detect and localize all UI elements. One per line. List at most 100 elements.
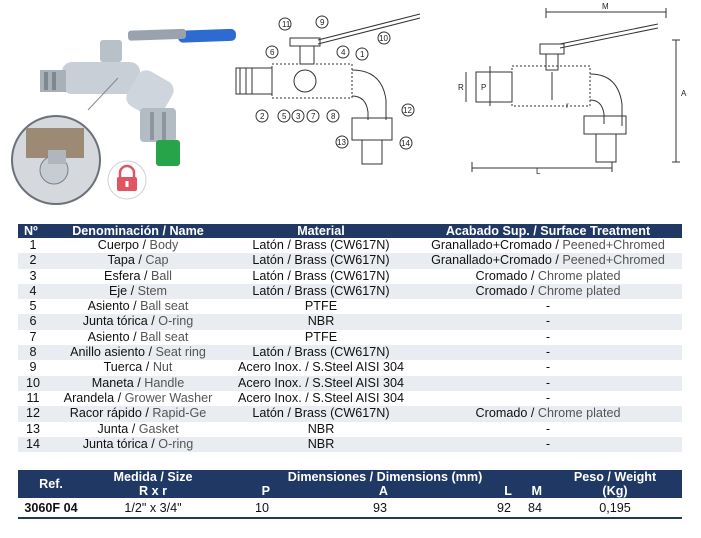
part-finish-en: Peened+Chromed <box>562 253 665 268</box>
part-name-en: Ball <box>150 268 172 283</box>
part-name-es: Junta <box>97 421 129 436</box>
callout-2: 2 <box>260 112 265 121</box>
part-material-es: Acero Inox. <box>238 360 302 375</box>
part-finish-es: Cromado <box>475 406 528 421</box>
part-finish-es: - <box>545 299 551 314</box>
cell-dim-p: 10 <box>254 500 269 515</box>
part-finish-es: - <box>545 360 551 375</box>
table-bottom-rule <box>18 517 682 519</box>
valve-photo <box>40 28 237 166</box>
part-number: 6 <box>29 314 37 329</box>
part-finish-es: Granallado+Cromado <box>431 238 552 252</box>
header-dim-m: M <box>512 484 548 498</box>
dimensions-row: 3060F 04 1/2" x 3/4" 10 93 92 84 0,195 <box>18 498 682 517</box>
dimension-labels: M L A R P r <box>458 2 687 176</box>
header-dimensions: Dimensiones / Dimensions (mm) <box>222 470 548 484</box>
part-name-es: Junta tórica <box>82 314 148 329</box>
callout-10: 10 <box>379 34 388 43</box>
part-material-es: PTFE <box>304 299 338 314</box>
part-number: 5 <box>29 299 37 314</box>
part-material-en: S.Steel AISI 304 <box>312 375 404 390</box>
part-name-en: Cap <box>145 253 169 268</box>
callout-14: 14 <box>401 139 410 148</box>
callout-13: 13 <box>337 138 346 147</box>
part-name-es: Tuerca <box>103 360 143 375</box>
part-finish-es: Cromado <box>475 283 528 298</box>
header-finish: Acabado Sup. / Surface Treatment <box>414 224 682 238</box>
part-name-es: Tapa <box>107 253 135 268</box>
part-finish-es: - <box>545 345 551 360</box>
dim-label-p: P <box>481 83 486 92</box>
lock-detail-zoom <box>11 77 119 205</box>
part-finish-es: Cromado <box>475 268 528 283</box>
part-material-es: Latón <box>252 268 284 283</box>
dim-label-a: A <box>681 89 687 98</box>
header-dim-a: A <box>270 484 388 498</box>
part-material-es: Acero Inox. <box>238 375 302 390</box>
part-finish-es: - <box>545 375 551 390</box>
part-name-es: Anillo asiento <box>70 345 145 360</box>
part-name-en: Grower Washer <box>124 390 213 405</box>
cell-dim-l: 92 <box>496 500 511 515</box>
header-size: Medida / Size <box>84 470 222 484</box>
part-name-en: Stem <box>137 283 168 298</box>
part-number: 8 <box>29 345 37 360</box>
part-name-es: Asiento <box>87 329 130 344</box>
part-number: 11 <box>26 390 40 405</box>
part-material-en: Brass (CW617N) <box>294 253 390 268</box>
part-number: 13 <box>25 421 40 436</box>
dim-label-l: L <box>536 167 541 176</box>
product-figures: 11 9 10 6 4 1 2 5 3 7 8 12 13 14 <box>11 2 687 205</box>
dim-label-r: R <box>458 83 464 92</box>
header-material: Material <box>228 224 414 238</box>
parts-table: Nº Denominación / Name Material Acabado … <box>18 224 682 453</box>
header-weight-unit: (Kg) <box>548 484 682 498</box>
part-name-es: Esfera <box>104 268 141 283</box>
part-material-en: Brass (CW617N) <box>294 283 390 298</box>
cell-weight: 0,195 <box>599 500 631 515</box>
header-ref: Ref. <box>18 470 84 498</box>
callout-1: 1 <box>360 50 365 59</box>
parts-table-header: Nº Denominación / Name Material Acabado … <box>18 224 682 238</box>
part-name-en: Nut <box>152 360 173 375</box>
lock-icon <box>107 160 147 200</box>
part-number: 2 <box>29 253 37 268</box>
part-name-es: Cuerpo <box>97 238 140 252</box>
callout-3: 3 <box>296 112 301 121</box>
part-finish-es: - <box>545 314 551 329</box>
part-name-es: Arandela <box>63 390 115 405</box>
callout-labels: 11 9 10 6 4 1 2 5 3 7 8 12 13 14 <box>255 15 415 150</box>
part-number: 10 <box>25 375 40 390</box>
part-name-en: Body <box>149 238 179 252</box>
callout-9: 9 <box>320 18 325 27</box>
part-material-es: Latón <box>252 345 284 360</box>
callout-8: 8 <box>331 112 336 121</box>
dim-label-r-small: r <box>566 101 569 110</box>
part-finish-en: Chrome plated <box>537 268 621 283</box>
part-finish-en: Peened+Chromed <box>562 238 665 252</box>
part-finish-es: Granallado+Cromado <box>431 253 552 268</box>
dimension-drawing <box>465 8 680 172</box>
part-material-es: NBR <box>307 436 335 451</box>
part-finish-en: Chrome plated <box>537 406 621 421</box>
callout-6: 6 <box>270 48 275 57</box>
part-material-en: S.Steel AISI 304 <box>312 390 404 405</box>
part-material-es: Latón <box>252 406 284 421</box>
part-number: 1 <box>29 238 37 252</box>
part-material-en: Brass (CW617N) <box>294 345 390 360</box>
dimensions-table: Ref. Medida / Size Dimensiones / Dimensi… <box>18 470 682 517</box>
part-name-en: O-ring <box>158 436 194 451</box>
part-name-es: Maneta <box>91 375 134 390</box>
